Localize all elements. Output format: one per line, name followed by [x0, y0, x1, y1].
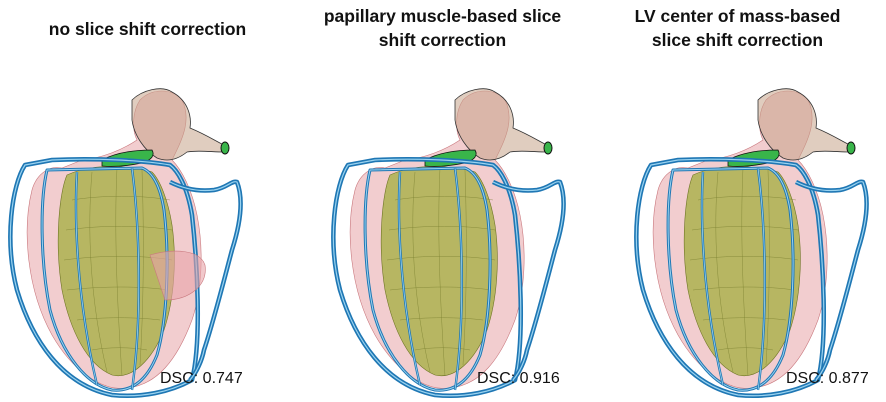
panel-title: LV center of mass-based slice shift corr…	[590, 4, 885, 52]
heart-model-image	[590, 0, 885, 402]
heart-model-image	[295, 0, 590, 402]
panel-center-of-mass-correction: LV center of mass-based slice shift corr…	[590, 0, 885, 402]
panel-title: papillary muscle-based slice shift corre…	[295, 4, 590, 52]
dsc-label: DSC: 0.916	[477, 370, 560, 388]
panel-no-correction: no slice shift correction DSC: 0.747	[0, 0, 295, 402]
panel-papillary-correction: papillary muscle-based slice shift corre…	[295, 0, 590, 402]
heart-model-image	[0, 0, 295, 402]
panel-title: no slice shift correction	[0, 17, 295, 41]
dsc-label: DSC: 0.877	[786, 370, 869, 388]
dsc-label: DSC: 0.747	[160, 370, 243, 388]
